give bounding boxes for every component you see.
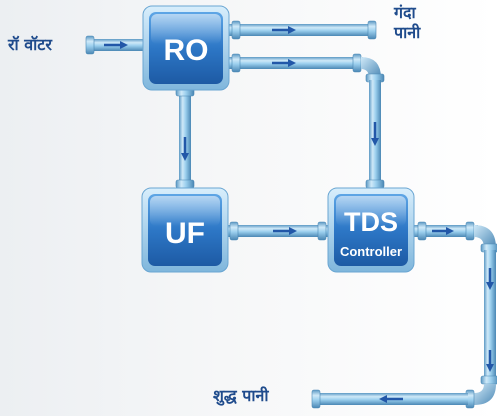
uf-unit: UF: [141, 187, 229, 273]
pipe-ro-to-tds: [228, 53, 385, 192]
pure-water-label: शुद्ध पानी: [213, 386, 269, 405]
arrow-down-tds-icon: [371, 122, 379, 146]
tds-label: TDS: [344, 207, 398, 237]
controller-label: Controller: [340, 244, 402, 259]
arrow-ro-to-tds-icon: [272, 59, 296, 67]
arrow-down-outlet-2-icon: [486, 350, 494, 372]
arrow-pure-out-icon: [379, 395, 403, 403]
arrow-uf-to-tds-icon: [273, 227, 297, 235]
uf-label: UF: [165, 217, 205, 250]
arrow-tds-out-icon: [432, 227, 454, 235]
tds-controller-unit: TDS Controller: [327, 187, 415, 273]
waste-water-label-line1: गंदा: [394, 3, 416, 22]
ro-unit: RO: [142, 5, 230, 91]
arrow-down-outlet-1-icon: [486, 268, 494, 290]
arrow-down-uf-icon: [181, 137, 189, 161]
raw-water-label: रॉ वॉटर: [8, 35, 52, 54]
arrow-raw-in-icon: [104, 41, 128, 49]
arrow-waste-icon: [272, 26, 296, 34]
ro-label: RO: [164, 34, 209, 67]
waste-water-label-line2: पानी: [394, 23, 421, 42]
flow-arrows: [104, 26, 494, 403]
pipe-waste-outlet: [228, 20, 377, 40]
